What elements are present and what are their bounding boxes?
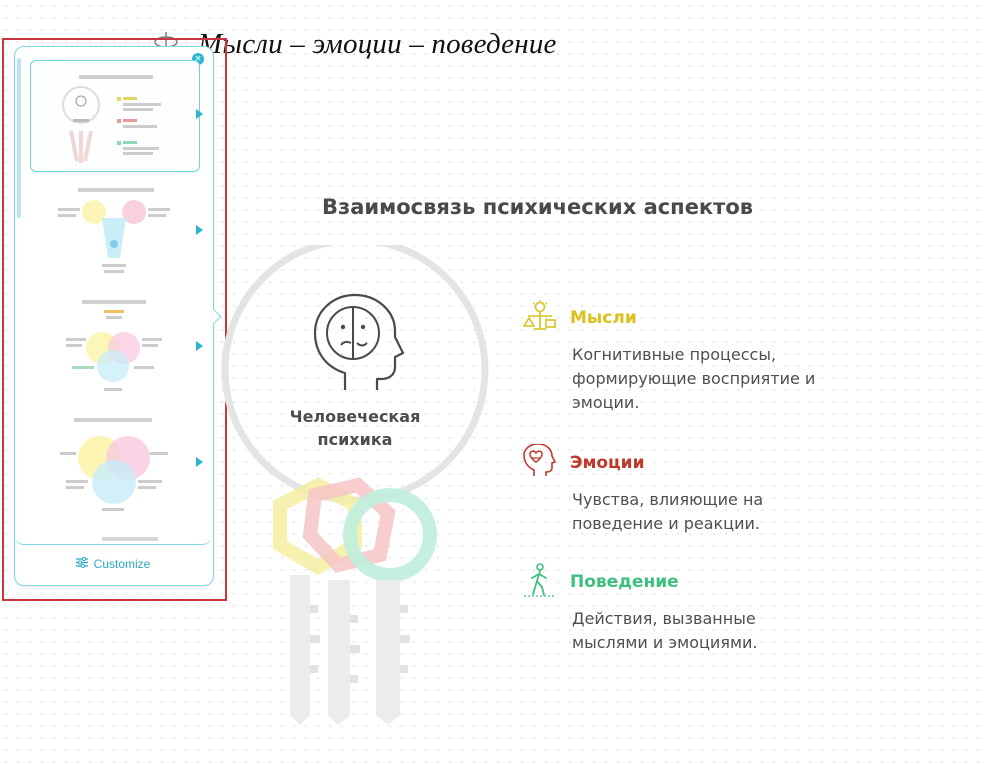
- keys-illustration: [221, 245, 489, 725]
- variants-list: [14, 46, 212, 545]
- infographic-heading: Взаимосвязь психических аспектов: [322, 195, 754, 219]
- item-description: Чувства, влияющие на поведение и реакции…: [572, 490, 764, 533]
- item-description: Действия, вызванные мыслями и эмоциями.: [572, 609, 758, 652]
- customize-button[interactable]: Customize: [14, 545, 212, 583]
- item-description: Когнитивные процессы, формирующие воспри…: [572, 345, 816, 412]
- walking-person-icon: [520, 563, 560, 601]
- scrollbar[interactable]: [17, 58, 21, 218]
- heart-head-icon: [520, 443, 560, 482]
- idea-balance-icon: [520, 300, 560, 336]
- chevron-right-icon[interactable]: [196, 341, 203, 351]
- thumbnail-preview: [58, 188, 170, 273]
- variant-thumbnail-funnel[interactable]: [30, 180, 198, 290]
- chevron-right-icon[interactable]: [196, 225, 203, 235]
- selection-frame: [2, 38, 227, 601]
- sliders-icon: [75, 556, 88, 571]
- item-title: Мысли: [570, 308, 637, 328]
- item-title: Поведение: [570, 572, 679, 592]
- variant-thumbnail-large-venn[interactable]: [30, 412, 198, 522]
- aspect-item-behavior: Поведение Действия, вызванные мыслями и …: [520, 563, 850, 655]
- thumbnail-preview: [66, 300, 162, 391]
- variant-thumbnail-keys[interactable]: [30, 60, 200, 172]
- thumbnail-preview: [62, 75, 161, 163]
- page-title: Мысли – эмоции – поведение: [198, 28, 557, 60]
- head-profile-icon: [313, 293, 405, 390]
- scroll-more-indicator: [102, 537, 158, 541]
- chevron-right-icon[interactable]: [196, 457, 203, 467]
- chevron-right-icon[interactable]: [196, 109, 203, 119]
- thumbnail-preview: [60, 418, 168, 511]
- customize-label: Customize: [93, 557, 151, 571]
- center-label: Человеческая психика: [289, 407, 421, 449]
- aspect-item-emotions: Эмоции Чувства, влияющие на поведение и …: [520, 443, 850, 536]
- item-title: Эмоции: [570, 453, 645, 473]
- variant-thumbnail-venn[interactable]: [30, 296, 198, 406]
- aspect-item-thoughts: Мысли Когнитивные процессы, формирующие …: [520, 300, 850, 415]
